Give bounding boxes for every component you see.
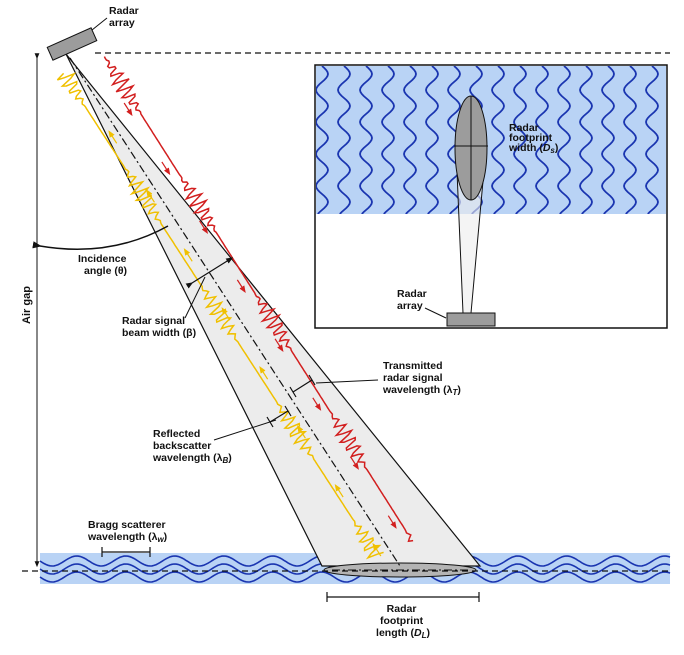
bragg-sub: w	[157, 535, 164, 544]
incidence-angle-line2: angle (θ)	[84, 265, 127, 277]
reflected-leader	[213, 419, 277, 441]
inset-fw-line3: width (	[508, 142, 543, 154]
transmitted-wavelength-bar	[292, 379, 313, 393]
transmitted-sub: T	[452, 388, 458, 397]
transmitted-bar-cap-b	[308, 374, 316, 386]
radar-array-label: Radar array	[109, 5, 142, 29]
inset-wave-line	[337, 66, 351, 214]
beam-width-line1: Radar signal	[122, 315, 185, 327]
transmitted-line2: radar signal	[383, 372, 443, 384]
footprint-length-line1: Radar	[387, 603, 417, 615]
reflected-bar-cap-b	[284, 405, 292, 417]
transmitted-leader	[315, 379, 379, 384]
footprint-length-line2: footprint	[380, 615, 424, 627]
beam-width-leader	[184, 276, 206, 319]
transmitted-line1: Transmitted	[383, 360, 443, 372]
inset-fw-var: D	[543, 142, 551, 154]
reflected-line3: wavelength (λ	[152, 452, 223, 464]
incidence-angle-label: Incidence angle (θ)	[78, 253, 129, 277]
sea-wave-line	[39, 571, 671, 583]
reflected-sub: B	[222, 456, 228, 465]
inset-wave-line	[557, 66, 571, 214]
inset-ra-line1: Radar	[397, 288, 427, 300]
inset-fw-line2: footprint	[509, 132, 553, 144]
inset-wave-line	[579, 66, 593, 214]
radar-array-label-line2: array	[109, 17, 135, 29]
bragg-line1: Bragg scatterer	[88, 519, 166, 531]
inset-wave-line	[425, 66, 439, 214]
radar-array-leader	[91, 17, 108, 31]
inset-wave-line	[381, 66, 395, 214]
bragg-line2: wavelength (λ	[87, 531, 158, 543]
footprint-length-sub: L	[422, 631, 427, 640]
inset-wave-line	[491, 66, 505, 214]
transmitted-signal-wave	[103, 56, 414, 543]
footprint-length-close: )	[426, 627, 430, 639]
reflected-wavelength-bar	[269, 410, 289, 423]
beam-centerline	[69, 57, 401, 567]
bragg-label: Bragg scatterer wavelength (λw)	[87, 519, 169, 544]
footprint-length-label: Radar footprint length (DL)	[376, 603, 430, 640]
beam-width-arrow	[185, 257, 234, 289]
inset-wave-line	[403, 66, 417, 214]
inset-radar-leader	[424, 307, 447, 319]
reflected-label: Reflected backscatter wavelength (λB)	[152, 428, 232, 465]
inset-wave-line	[623, 66, 637, 214]
inset-sea	[316, 66, 666, 214]
inset-radar-array-label: Radar array	[397, 288, 430, 312]
transmitted-bar-cap-a	[289, 386, 297, 398]
inset-plan-view: Radar footprint width (Ds) Radar array	[314, 64, 668, 329]
reflected-line2: backscatter	[153, 440, 211, 452]
signal-direction-arrows	[108, 102, 397, 557]
reflected-line1: Reflected	[153, 428, 200, 440]
inset-radar-array	[446, 312, 496, 327]
inset-wave-line	[645, 66, 659, 214]
inset-wave-line	[316, 66, 329, 214]
inset-fw-close: )	[555, 142, 559, 154]
reflected-close: )	[228, 452, 232, 464]
incidence-angle-line1: Incidence	[78, 253, 127, 265]
beam-width-label: Radar signal beam width (β)	[122, 315, 196, 339]
transmitted-line3: wavelength (λ	[382, 384, 453, 396]
radar-array-label-line1: Radar	[109, 5, 139, 17]
transmitted-label: Transmitted radar signal wavelength (λT)	[382, 360, 461, 397]
beam-width-line2: beam width (β)	[122, 327, 196, 339]
inset-wave-line	[535, 66, 549, 214]
inset-wave-line	[359, 66, 373, 214]
inset-wave-line	[513, 66, 527, 214]
inset-footprint-width-label: Radar footprint width (Ds)	[508, 122, 558, 155]
bragg-close: )	[164, 531, 168, 543]
transmitted-close: )	[457, 384, 461, 396]
inset-wave-line	[601, 66, 615, 214]
inset-fw-sub: s	[550, 146, 555, 155]
inset-fw-line1: Radar	[509, 122, 539, 134]
air-gap-label: Air gap	[21, 286, 33, 324]
radar-array	[46, 27, 98, 61]
incidence-angle-arc	[32, 225, 169, 250]
footprint-length-var: D	[414, 627, 422, 639]
inset-ra-line2: array	[397, 300, 423, 312]
footprint-length-line3: length (	[376, 627, 414, 639]
